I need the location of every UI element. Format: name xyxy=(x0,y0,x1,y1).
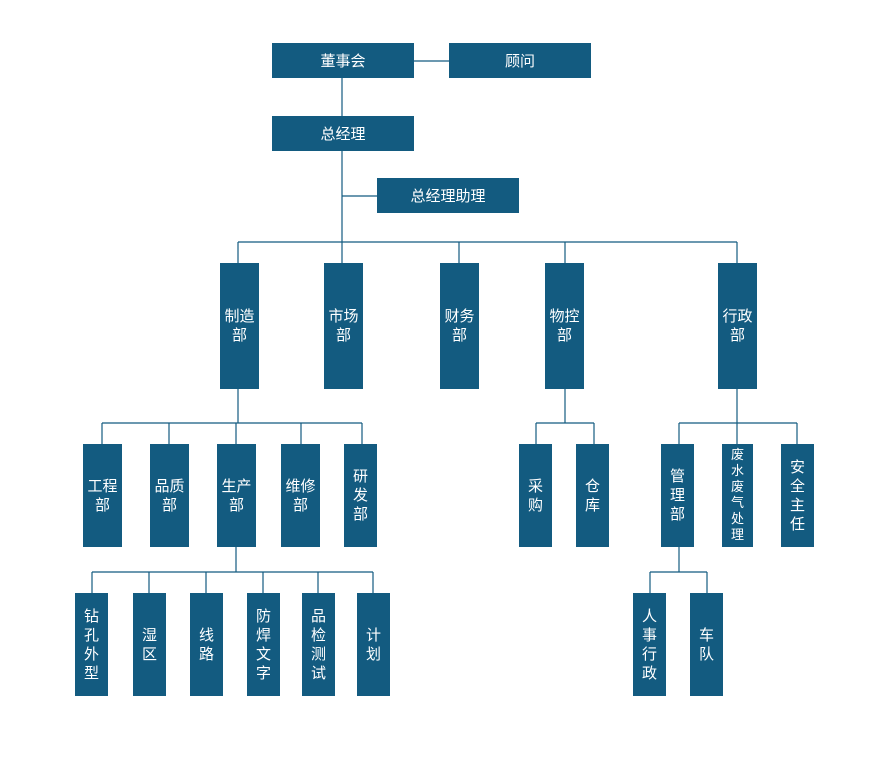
maintenance-box: 维修部 xyxy=(281,444,320,547)
board-box: 董事会 xyxy=(272,43,414,78)
warehouse-box: 仓库 xyxy=(576,444,609,547)
advisor-box: 顾问 xyxy=(449,43,591,78)
finance-box: 财务部 xyxy=(440,263,479,389)
gm-box: 总经理 xyxy=(272,116,414,151)
gm-assistant-box: 总经理助理 xyxy=(377,178,519,213)
management-box: 管理部 xyxy=(661,444,694,547)
solder-mask-text-box: 防焊文字 xyxy=(247,593,280,696)
qc-testing-box: 品检测试 xyxy=(302,593,335,696)
purchasing-box: 采购 xyxy=(519,444,552,547)
safety-officer-box: 安全主任 xyxy=(781,444,814,547)
wet-area-box: 湿区 xyxy=(133,593,166,696)
manufacturing-box: 制造部 xyxy=(220,263,259,389)
administration-box: 行政部 xyxy=(718,263,757,389)
rnd-box: 研发部 xyxy=(344,444,377,547)
drilling-profile-box: 钻孔外型 xyxy=(75,593,108,696)
production-box: 生产部 xyxy=(217,444,256,547)
quality-box: 品质部 xyxy=(150,444,189,547)
hr-admin-box: 人事行政 xyxy=(633,593,666,696)
circuit-box: 线路 xyxy=(190,593,223,696)
engineering-box: 工程部 xyxy=(83,444,122,547)
fleet-box: 车队 xyxy=(690,593,723,696)
marketing-box: 市场部 xyxy=(324,263,363,389)
planning-box: 计划 xyxy=(357,593,390,696)
waste-treatment-box: 废水废气处理 xyxy=(722,444,753,547)
material-control-box: 物控部 xyxy=(545,263,584,389)
